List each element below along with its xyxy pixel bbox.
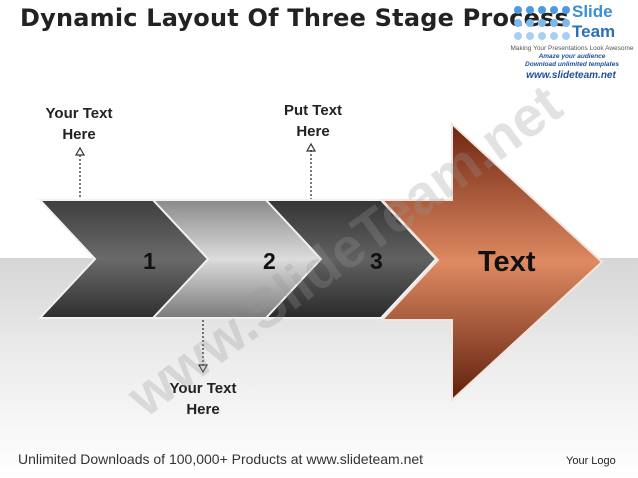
logo-amaze-text: Amaze your audience [538,53,606,60]
label-bottom-line1: Your Text [169,380,237,397]
stage-number-1: 1 [143,248,156,274]
label-top-left: Your Text Here [34,103,124,145]
logo-word-team: Team [572,22,616,41]
label-top-right-line1: Put Text [283,102,343,119]
big-arrow [379,121,604,403]
slideteam-logo: Slide Team Making Your Presentations Loo… [504,0,638,90]
logo-url[interactable]: www.slideteam.net [526,70,616,81]
label-bottom-line2: Here [186,401,220,418]
label-top-right: Put Text Here [268,100,358,142]
stage-number-3: 3 [370,248,383,274]
logo-download-text: Download unlimited templates [525,61,619,68]
your-logo-text: Your Logo [566,455,616,467]
logo-word-slide: Slide [572,2,613,21]
connector-bottom-arrowhead [197,364,209,374]
connector-top-right-arrowhead [305,142,317,152]
label-bottom: Your Text Here [158,378,248,420]
stage-number-2: 2 [263,248,276,274]
logo-tagline: Making Your Presentations Look Awesome [510,45,634,52]
arrow-text: Text [478,246,536,278]
footer-text: Unlimited Downloads of 100,000+ Products… [18,451,424,467]
slide-title: Dynamic Layout Of Three Stage Process [20,4,570,32]
logo-people-icon [514,6,570,40]
label-top-left-line2: Here [62,126,96,143]
label-top-left-line1: Your Text [45,105,113,122]
connector-top-left-arrowhead [74,146,86,156]
label-top-right-line2: Here [296,123,330,140]
